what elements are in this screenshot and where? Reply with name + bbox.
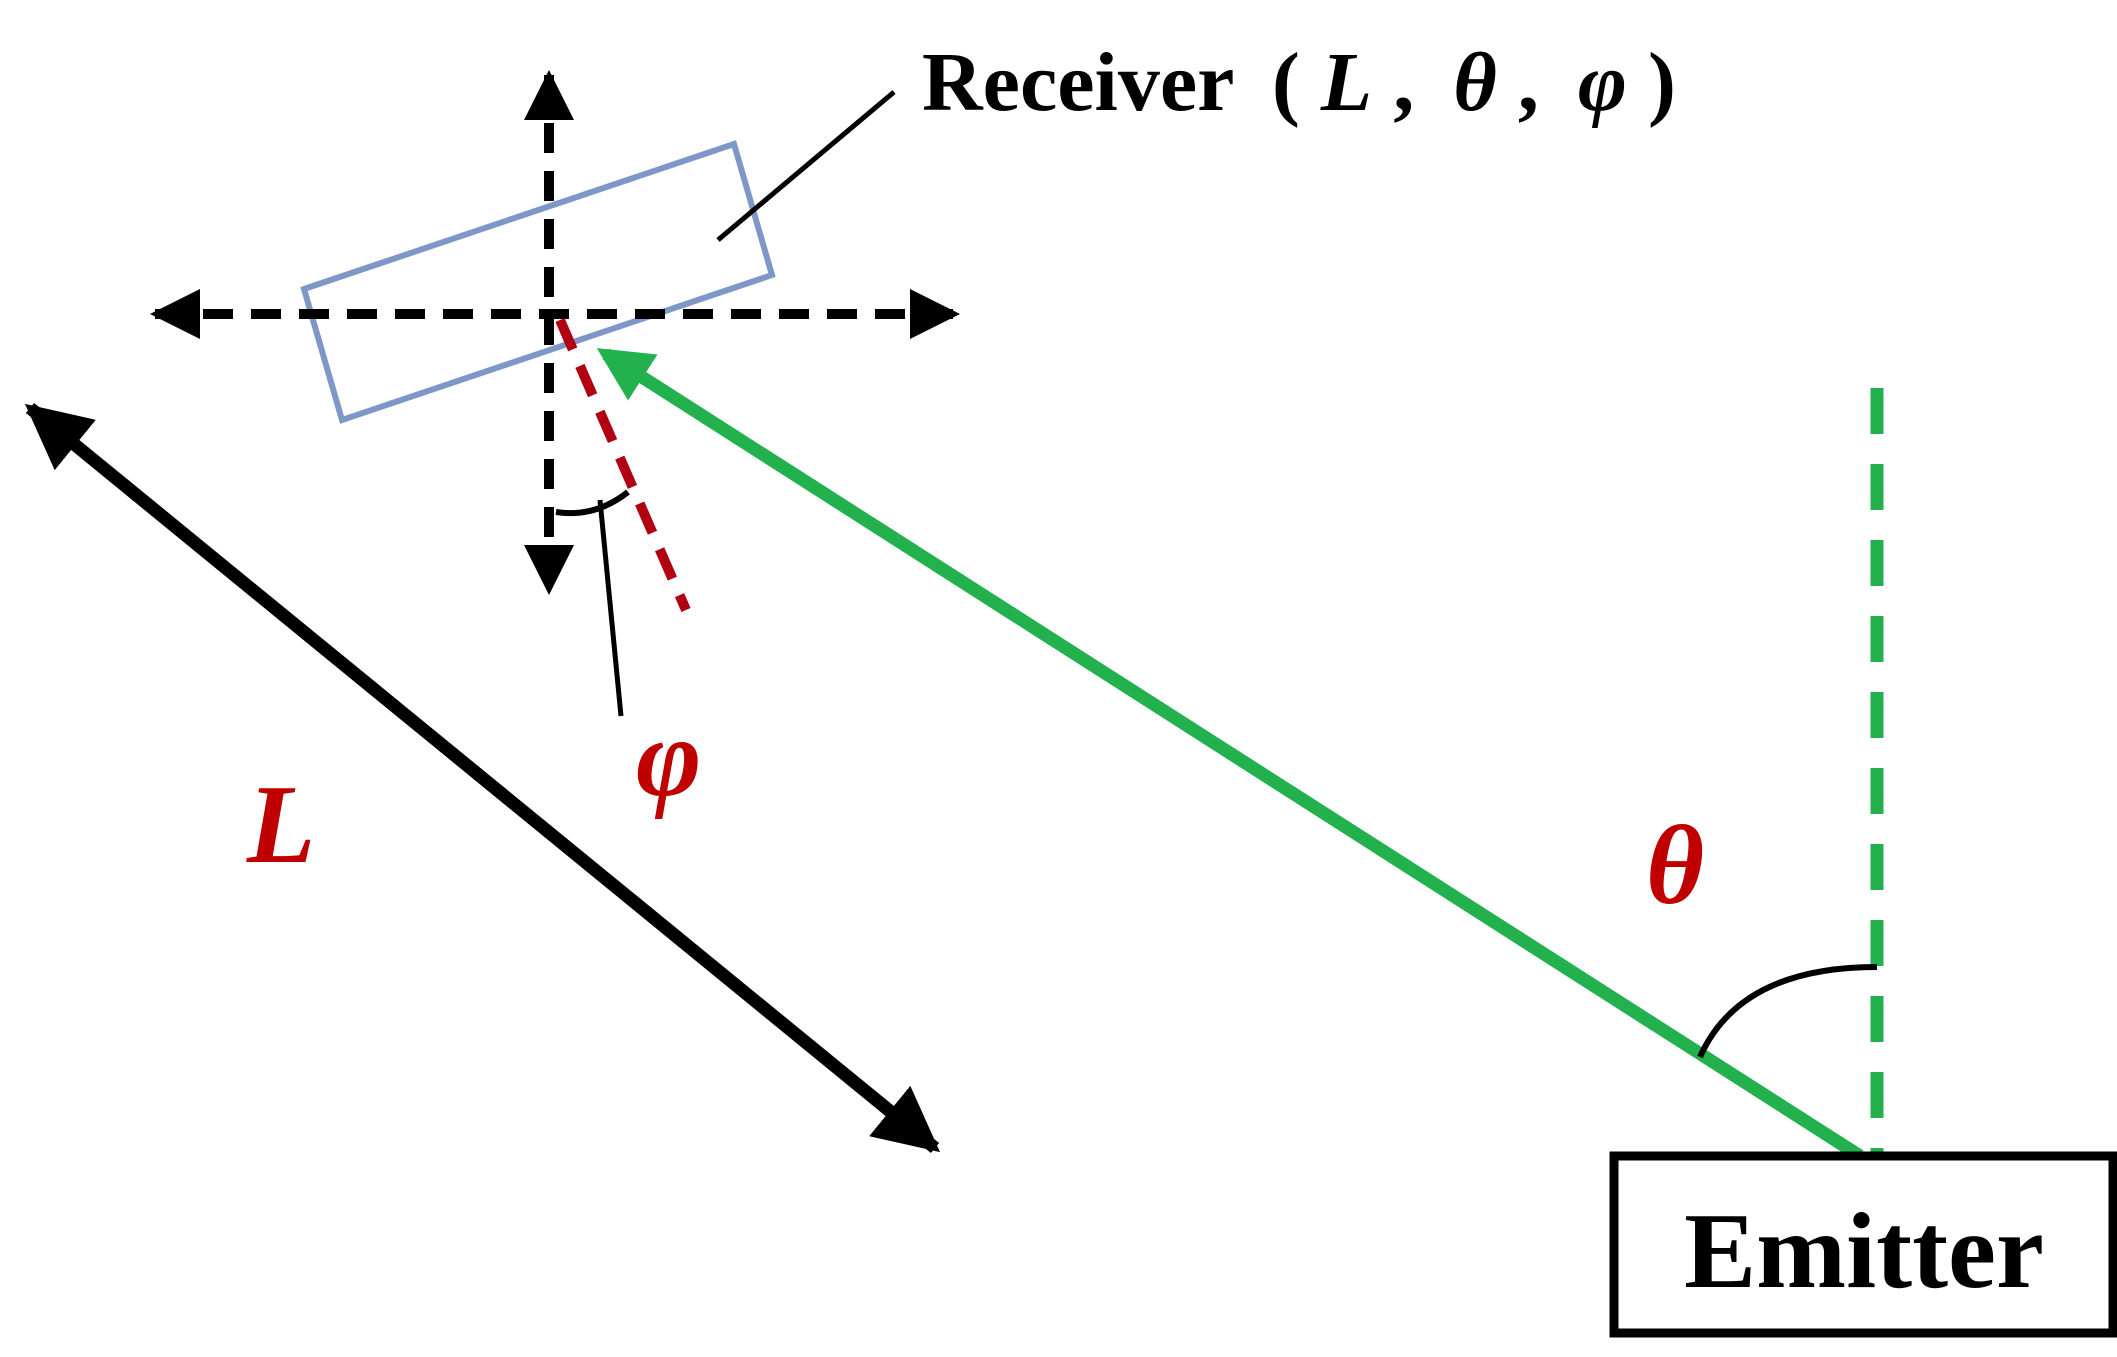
distance-arrow (24, 402, 941, 1154)
receiver-label-comma1: , (1393, 36, 1414, 129)
beam-arrow (596, 348, 1864, 1162)
symbol-L: L (246, 763, 315, 887)
receiver-label-open: ( (1272, 36, 1300, 129)
phi-leader-line (597, 499, 624, 717)
symbol-theta: θ (1646, 804, 1704, 928)
emitter-label: Emitter (1684, 1192, 2044, 1311)
receiver-label-comma2: , (1518, 36, 1539, 129)
receiver-label-theta: θ (1453, 36, 1497, 129)
receiver-label-word: Receiver (922, 36, 1233, 129)
theta-angle-arc (1697, 964, 1878, 1059)
receiver-label-phi: φ (1578, 36, 1627, 129)
symbol-phi: φ (636, 696, 702, 820)
receiver-label: Receiver ( L , θ , φ ) (922, 36, 1676, 129)
emitter-box (1609, 1151, 2117, 1338)
receiver-label-L: L (1320, 36, 1372, 129)
receiver-box (300, 140, 776, 424)
receiver-label-close: ) (1648, 36, 1676, 129)
receiver-leader-line (716, 90, 896, 242)
phi-angle-arc (555, 489, 630, 517)
